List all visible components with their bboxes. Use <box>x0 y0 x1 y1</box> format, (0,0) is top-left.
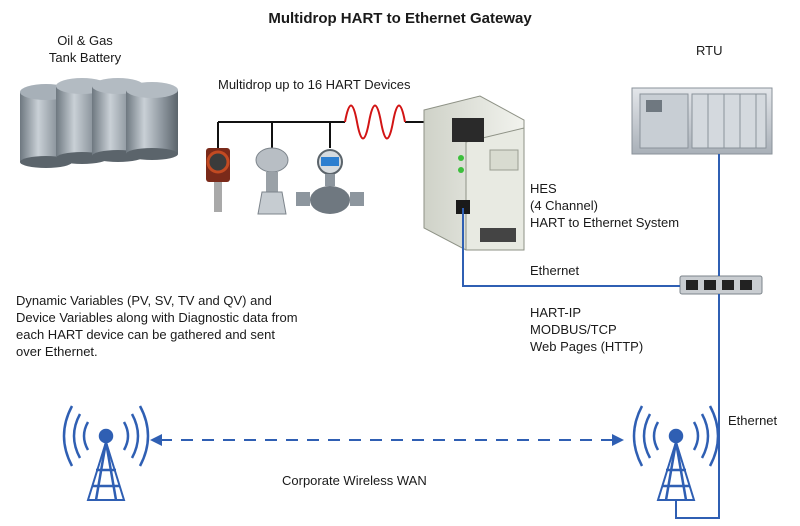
wireless-tower-left-icon <box>62 405 150 501</box>
wan-label: Corporate Wireless WAN <box>282 473 427 488</box>
protocol-modbus-tcp: MODBUS/TCP <box>530 322 617 337</box>
description-line-1: Dynamic Variables (PV, SV, TV and QV) an… <box>16 293 272 308</box>
tank-label-line-1: Oil & Gas <box>57 33 113 48</box>
tank-battery-label: Oil & Gas Tank Battery <box>30 32 140 66</box>
multidrop-label: Multidrop up to 16 HART Devices <box>218 77 411 92</box>
description-text: Dynamic Variables (PV, SV, TV and QV) an… <box>16 292 298 360</box>
rtu-image <box>631 87 773 155</box>
hes-gateway-image <box>423 95 525 251</box>
ethernet-switch-image <box>679 275 763 295</box>
hes-label-line-2: (4 Channel) <box>530 198 598 213</box>
protocol-list: HART-IP MODBUS/TCP Web Pages (HTTP) <box>530 304 643 355</box>
ethernet-cables <box>462 154 720 519</box>
tank-label-line-2: Tank Battery <box>48 50 122 65</box>
description-line-3: each HART device can be gathered and sen… <box>16 327 275 342</box>
rtu-label: RTU <box>696 43 723 58</box>
description-line-4: over Ethernet. <box>16 344 98 359</box>
hes-label: HES (4 Channel) HART to Ethernet System <box>530 180 679 231</box>
hart-bus-cable <box>217 121 430 148</box>
hart-transmitter-1-icon <box>206 148 230 212</box>
tank-battery-image <box>20 78 178 168</box>
protocol-hart-ip: HART-IP <box>530 305 582 320</box>
diagram-title: Multidrop HART to Ethernet Gateway <box>268 10 532 27</box>
hart-transmitter-2-icon <box>255 147 289 215</box>
wireless-wan-link <box>150 434 624 446</box>
hes-label-line-3: HART to Ethernet System <box>530 215 680 230</box>
description-line-2: Device Variables along with Diagnostic d… <box>16 310 298 325</box>
wireless-tower-right-icon <box>632 405 720 501</box>
hes-label-line-1: HES <box>530 181 557 196</box>
hart-signal-wave <box>344 104 406 140</box>
ethernet-label-upper: Ethernet <box>530 263 580 278</box>
hart-flowmeter-icon <box>296 149 364 214</box>
protocol-web-pages: Web Pages (HTTP) <box>530 339 644 354</box>
ethernet-label-lower: Ethernet <box>728 413 778 428</box>
